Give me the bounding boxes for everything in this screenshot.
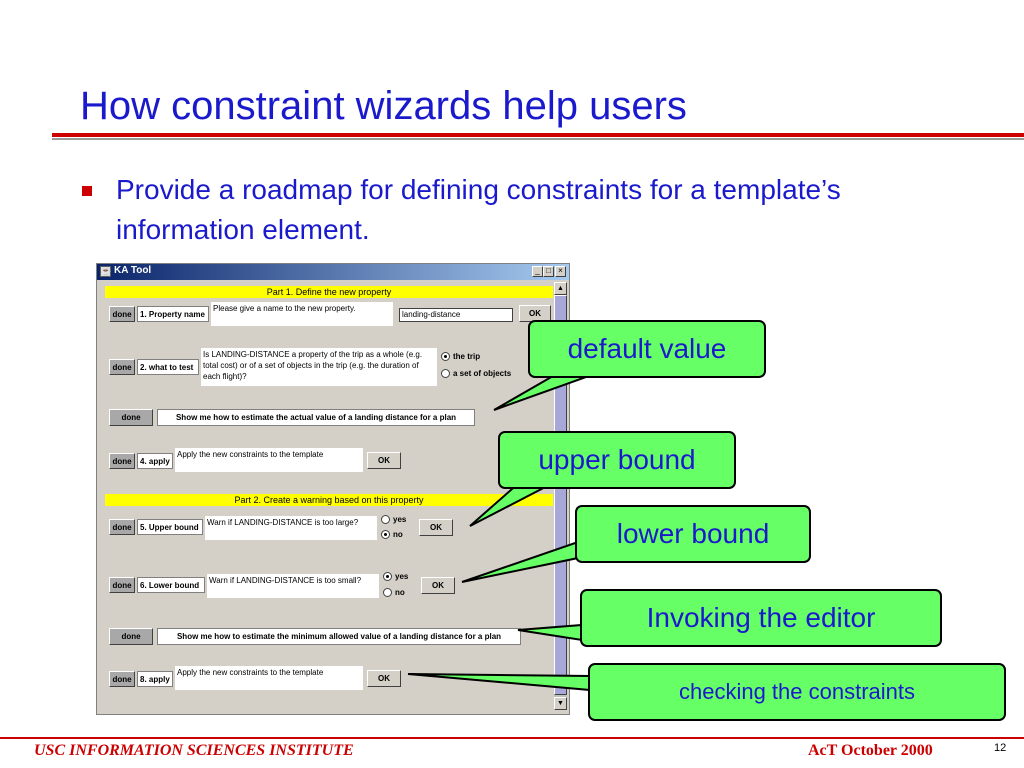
radio-unselected-icon <box>383 588 392 598</box>
scroll-up-icon[interactable]: ▲ <box>554 282 567 295</box>
done-button-2[interactable]: done <box>109 359 135 375</box>
ka-tool-window: ☕ KA Tool _ □ × Part 1. Define the new p… <box>96 263 570 715</box>
window-titlebar[interactable]: ☕ KA Tool _ □ × <box>97 264 569 280</box>
estimate-minimum-value-button[interactable]: Show me how to estimate the minimum allo… <box>157 628 521 645</box>
scroll-down-icon[interactable]: ▼ <box>554 697 567 710</box>
radio-the-trip[interactable]: the trip <box>441 352 481 362</box>
what-to-test-label: 2. what to test <box>137 359 199 375</box>
maximize-icon[interactable]: □ <box>543 266 554 277</box>
footer-institute: USC INFORMATION SCIENCES INSTITUTE <box>34 742 354 759</box>
callout-invoking-editor: Invoking the editor <box>580 589 942 647</box>
estimate-actual-value-button[interactable]: Show me how to estimate the actual value… <box>157 409 475 426</box>
title-rule-shadow <box>52 138 1024 140</box>
ok-button-5[interactable]: OK <box>419 519 453 536</box>
lower-bound-prompt: Warn if LANDING-DISTANCE is too small? <box>207 574 379 598</box>
ok-button-6[interactable]: OK <box>421 577 455 594</box>
property-name-input[interactable]: landing-distance <box>399 308 513 322</box>
radio-lower-no-label: no <box>395 588 405 597</box>
minimize-icon[interactable]: _ <box>532 266 543 277</box>
radio-set-of-objects[interactable]: a set of objects <box>441 369 512 379</box>
lower-bound-label: 6. Lower bound <box>137 577 205 593</box>
property-name-prompt: Please give a name to the new property. <box>211 302 393 326</box>
footer-rule <box>0 737 1024 739</box>
bullet-text: Provide a roadmap for defining constrain… <box>116 174 841 245</box>
done-button-8[interactable]: done <box>109 671 135 687</box>
invoking-editor-pointer <box>517 623 583 642</box>
ok-button-4[interactable]: OK <box>367 452 401 469</box>
apply-label-8: 8. apply <box>137 671 173 687</box>
radio-set-of-objects-label: a set of objects <box>453 369 512 378</box>
part1-banner: Part 1. Define the new property <box>105 286 553 298</box>
callout-checking-constraints: checking the constraints <box>588 663 1006 721</box>
radio-lower-yes-label: yes <box>395 572 409 581</box>
radio-upper-yes[interactable]: yes <box>381 515 407 525</box>
callout-lower-bound: lower bound <box>575 505 811 563</box>
radio-selected-icon <box>441 352 450 362</box>
radio-the-trip-label: the trip <box>453 352 481 361</box>
ok-button-8[interactable]: OK <box>367 670 401 687</box>
callout-default-value: default value <box>528 320 766 378</box>
checking-pointer <box>407 673 591 692</box>
bullet-square-icon <box>82 186 92 196</box>
upper-bound-prompt: Warn if LANDING-DISTANCE is too large? <box>205 516 377 540</box>
done-button-6[interactable]: done <box>109 577 135 593</box>
radio-lower-no[interactable]: no <box>383 588 405 598</box>
apply-prompt-4: Apply the new constraints to the templat… <box>175 448 363 472</box>
title-rule <box>52 133 1024 137</box>
lower-bound-pointer <box>461 540 579 583</box>
slide-title: How constraint wizards help users <box>80 84 687 128</box>
done-button-1[interactable]: done <box>109 306 135 322</box>
upper-bound-label: 5. Upper bound <box>137 519 203 535</box>
done-button-7[interactable]: done <box>109 628 153 645</box>
apply-prompt-8: Apply the new constraints to the templat… <box>175 666 363 690</box>
scroll-thumb[interactable] <box>554 295 567 695</box>
part2-banner: Part 2. Create a warning based on this p… <box>105 494 553 506</box>
footer-date: AcT October 2000 <box>808 742 933 759</box>
radio-upper-no[interactable]: no <box>381 530 403 540</box>
radio-upper-no-label: no <box>393 530 403 539</box>
radio-unselected-icon <box>381 515 390 525</box>
radio-lower-yes[interactable]: yes <box>383 572 409 582</box>
page-number: 12 <box>994 742 1007 754</box>
radio-selected-icon <box>381 530 390 540</box>
callout-upper-bound: upper bound <box>498 431 736 489</box>
vertical-scrollbar[interactable]: ▲ ▼ <box>554 282 567 710</box>
apply-label-4: 4. apply <box>137 453 173 469</box>
close-icon[interactable]: × <box>555 266 566 277</box>
done-button-5[interactable]: done <box>109 519 135 535</box>
window-content: Part 1. Define the new property done 1. … <box>101 282 553 712</box>
done-button-3[interactable]: done <box>109 409 153 426</box>
what-to-test-prompt: Is LANDING-DISTANCE a property of the tr… <box>201 348 437 386</box>
radio-selected-icon <box>383 572 392 582</box>
done-button-4[interactable]: done <box>109 453 135 469</box>
radio-upper-yes-label: yes <box>393 515 407 524</box>
radio-unselected-icon <box>441 369 450 379</box>
java-app-icon: ☕ <box>100 266 111 277</box>
property-name-label: 1. Property name <box>137 306 209 322</box>
window-title: KA Tool <box>114 265 152 276</box>
